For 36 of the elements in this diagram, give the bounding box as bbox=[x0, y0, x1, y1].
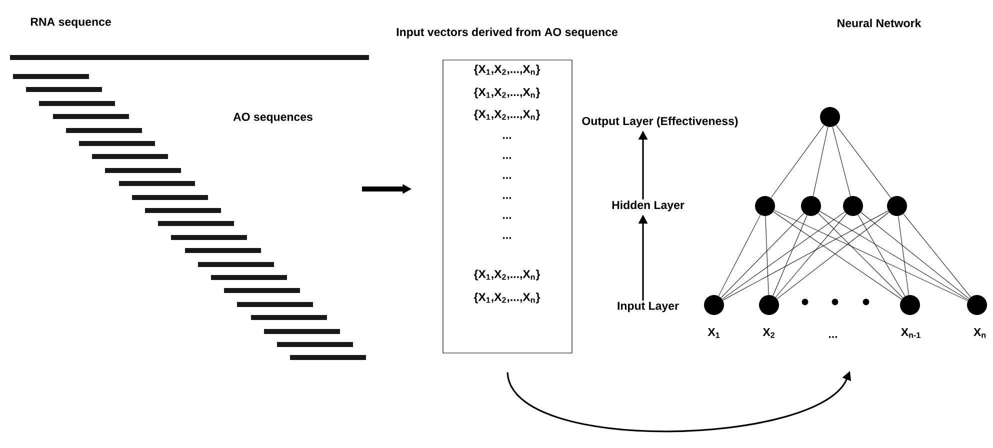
connection-line bbox=[772, 215, 808, 296]
connection-line bbox=[903, 214, 971, 298]
input-label: X$_{n-1}$ bbox=[900, 328, 920, 338]
connection-line bbox=[718, 214, 761, 296]
layer-label: Hidden Layer bbox=[612, 200, 684, 212]
section-title: RNA sequence bbox=[30, 18, 111, 28]
box-heading: Input vectors derived from AO sequence bbox=[396, 28, 618, 38]
connection-line bbox=[775, 214, 847, 298]
connection-line bbox=[770, 125, 824, 198]
vector-list-box: {X$_{1}$,X$_{2}$,...,X$_{n}$} {X$_{1}$,X$_{2}$,...,X$_{n}$} {X$_{1}$,X$_{2}$,...,X$_{n}$} ... ... ... ... ... ... {X$_{1}$,X$_{2}$,...,X$_{n}$} {X$_{1}$,X$_{2}$,...,X$_{n}$} bbox=[442, 60, 572, 354]
neuron-circle bbox=[755, 196, 775, 216]
input-label: X$_{2}$ bbox=[762, 328, 774, 338]
connection-line bbox=[765, 216, 769, 296]
neuron-circle bbox=[887, 196, 907, 216]
connection-line bbox=[858, 214, 906, 296]
neuron-circle bbox=[843, 196, 863, 216]
input-label: X$_{n}$ bbox=[974, 328, 986, 338]
input-label: X$_{1}$ bbox=[708, 328, 720, 338]
section-label: AO sequences bbox=[233, 112, 312, 124]
connection-line bbox=[774, 210, 968, 301]
connection-line bbox=[860, 212, 970, 299]
section-title: Neural Network bbox=[838, 18, 922, 28]
layer-label: Input Layer bbox=[618, 302, 679, 312]
connection-line bbox=[820, 210, 968, 300]
neuron-circle bbox=[820, 107, 840, 127]
connection-line bbox=[832, 126, 851, 196]
connection-line bbox=[720, 213, 804, 298]
connection-line bbox=[722, 212, 845, 300]
connection-line bbox=[836, 124, 892, 198]
connection-line bbox=[898, 216, 909, 296]
ellipsis-label: ... bbox=[829, 336, 837, 338]
connection-line bbox=[722, 210, 888, 300]
connection-line bbox=[818, 212, 904, 298]
layer-label: Output Layer (Effectiveness) bbox=[582, 116, 738, 128]
neuron-circle bbox=[801, 196, 821, 216]
connection-line bbox=[812, 126, 828, 196]
